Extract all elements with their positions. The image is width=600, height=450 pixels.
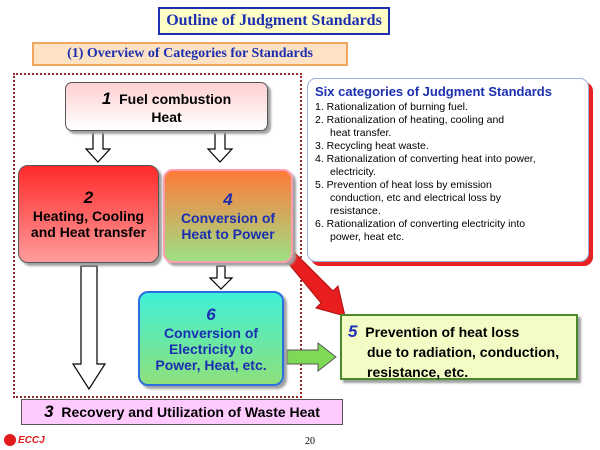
- category-6-line2: Electricity to: [168, 340, 254, 357]
- logo-mark-icon: [4, 434, 16, 446]
- category-4-line2: Heat to Power: [181, 226, 275, 242]
- category-5-line2: due to radiation, conduction,: [367, 344, 560, 360]
- category-5-number: 5: [348, 322, 358, 341]
- six-item-2-line2: heat transfer.: [330, 127, 392, 139]
- category-5-line1: Prevention of heat loss: [365, 324, 520, 340]
- arrow-4-to-5: [283, 249, 346, 317]
- six-item-6-line1: 6. Rationalization of converting electri…: [315, 218, 526, 230]
- category-6-line3: Power, Heat, etc.: [155, 356, 267, 373]
- category-2-line1: Heating, Cooling: [32, 208, 145, 224]
- eccj-logo: ECCJ: [4, 434, 45, 446]
- six-categories-title: Six categories of Judgment Standards: [315, 84, 552, 99]
- category-1-box: 1 Fuel combustion Heat: [65, 82, 268, 131]
- arrow-2-to-3: [71, 265, 107, 391]
- six-item-5: 5. Prevention of heat loss by emission c…: [315, 179, 582, 218]
- categories-frame: [13, 73, 302, 398]
- six-item-5-line3: resistance.: [330, 205, 381, 217]
- six-item-1-line1: 1. Rationalization of burning fuel.: [315, 101, 468, 113]
- six-item-2-line1: 2. Rationalization of heating, cooling a…: [315, 114, 505, 126]
- six-item-5-line1: 5. Prevention of heat loss by emission: [315, 179, 492, 191]
- category-4-line1: Conversion of: [180, 210, 276, 226]
- arrow-1-to-4: [206, 131, 234, 163]
- category-2-line2: and Heat transfer: [30, 224, 147, 240]
- category-3-number: 3: [44, 402, 54, 421]
- six-item-4-line1: 4. Rationalization of converting heat in…: [315, 153, 536, 165]
- page-number: 20: [305, 436, 315, 447]
- six-item-5-line2: conduction, etc and electrical loss by: [330, 192, 502, 204]
- category-4-box: 4 Conversion of Heat to Power: [163, 169, 293, 263]
- category-6-number: 6: [206, 304, 216, 324]
- category-3-box: 3 Recovery and Utilization of Waste Heat: [21, 399, 343, 425]
- category-2-box: 2 Heating, Cooling and Heat transfer: [18, 165, 159, 263]
- category-1-line1: Fuel combustion: [119, 90, 232, 107]
- category-5-line3: resistance, etc.: [367, 364, 469, 380]
- six-item-6: 6. Rationalization of converting electri…: [315, 218, 582, 244]
- section-subtitle: (1) Overview of Categories for Standards: [32, 42, 348, 66]
- six-categories-panel: Six categories of Judgment Standards 1. …: [307, 78, 589, 262]
- category-5-box: 5 Prevention of heat loss due to radiati…: [340, 314, 578, 380]
- page-title: Outline of Judgment Standards: [158, 7, 390, 35]
- category-3-label: Recovery and Utilization of Waste Heat: [61, 404, 320, 420]
- arrow-4-to-6: [208, 265, 234, 290]
- six-item-4-line2: electricity.: [330, 166, 376, 178]
- six-item-3-line1: 3. Recycling heat waste.: [315, 140, 429, 152]
- arrow-6-to-5: [286, 341, 337, 373]
- category-1-number: 1: [101, 88, 112, 108]
- category-4-number: 4: [223, 190, 233, 209]
- six-item-2: 2. Rationalization of heating, cooling a…: [315, 114, 582, 140]
- category-6-line1: Conversion of: [163, 324, 259, 341]
- arrow-1-to-2: [84, 131, 112, 163]
- category-6-box: 6 Conversion of Electricity to Power, He…: [138, 291, 284, 386]
- six-item-1: 1. Rationalization of burning fuel.: [315, 101, 582, 114]
- logo-text: ECCJ: [18, 434, 45, 446]
- category-2-number: 2: [83, 188, 94, 207]
- six-item-4: 4. Rationalization of converting heat in…: [315, 153, 582, 179]
- six-item-6-line2: power, heat etc.: [330, 231, 405, 243]
- six-item-3: 3. Recycling heat waste.: [315, 140, 582, 153]
- category-1-line2: Heat: [151, 108, 182, 125]
